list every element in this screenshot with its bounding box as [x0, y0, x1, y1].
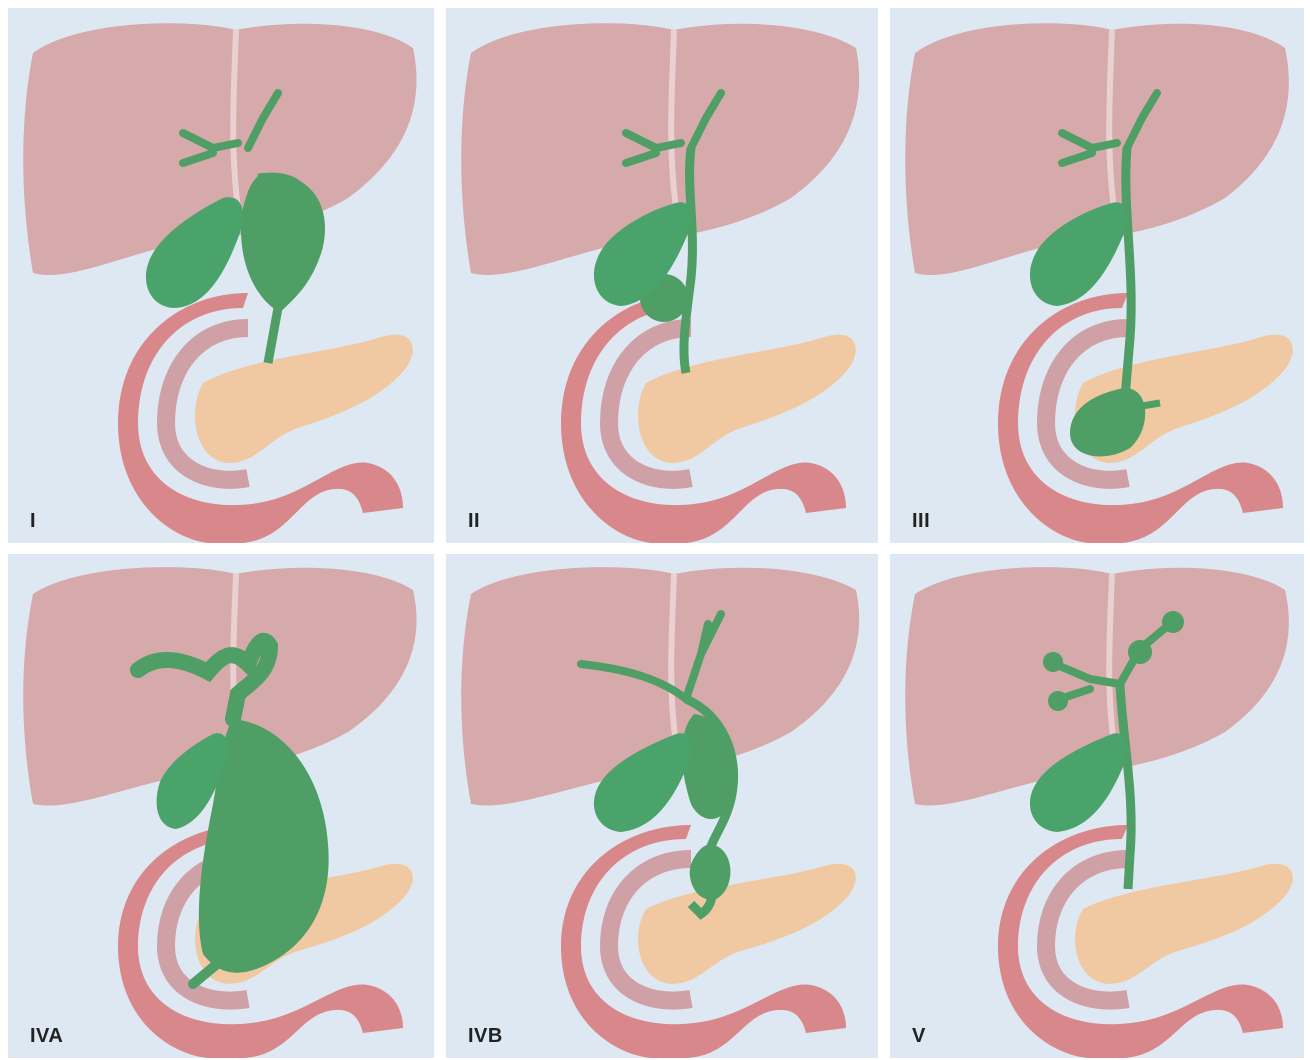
panel-label: IVB	[468, 1025, 503, 1048]
panel-type-iii: III	[890, 8, 1304, 543]
panel-iii-illustration	[890, 8, 1304, 543]
pancreas	[638, 864, 856, 984]
cyst-lower	[690, 844, 731, 900]
pancreas	[638, 335, 856, 463]
panel-type-v: V	[890, 554, 1304, 1058]
panel-type-ii: II	[446, 8, 878, 543]
panel-type-ivb: IVB	[446, 554, 878, 1058]
panel-i-illustration	[8, 8, 434, 543]
panel-ivb-illustration	[446, 554, 878, 1058]
panel-ii-illustration	[446, 8, 878, 543]
panel-label: IVA	[30, 1025, 63, 1048]
panel-label: II	[468, 510, 480, 533]
panel-iva-illustration	[8, 554, 434, 1058]
pancreas	[1075, 864, 1293, 984]
panel-label: V	[912, 1025, 926, 1048]
panel-label: I	[30, 510, 36, 533]
panel-v-illustration	[890, 554, 1304, 1058]
panel-label: III	[912, 510, 930, 533]
cyst	[241, 173, 319, 308]
pancreas	[195, 335, 413, 463]
panel-type-i: I	[8, 8, 434, 543]
panel-type-iva: IVA	[8, 554, 434, 1058]
